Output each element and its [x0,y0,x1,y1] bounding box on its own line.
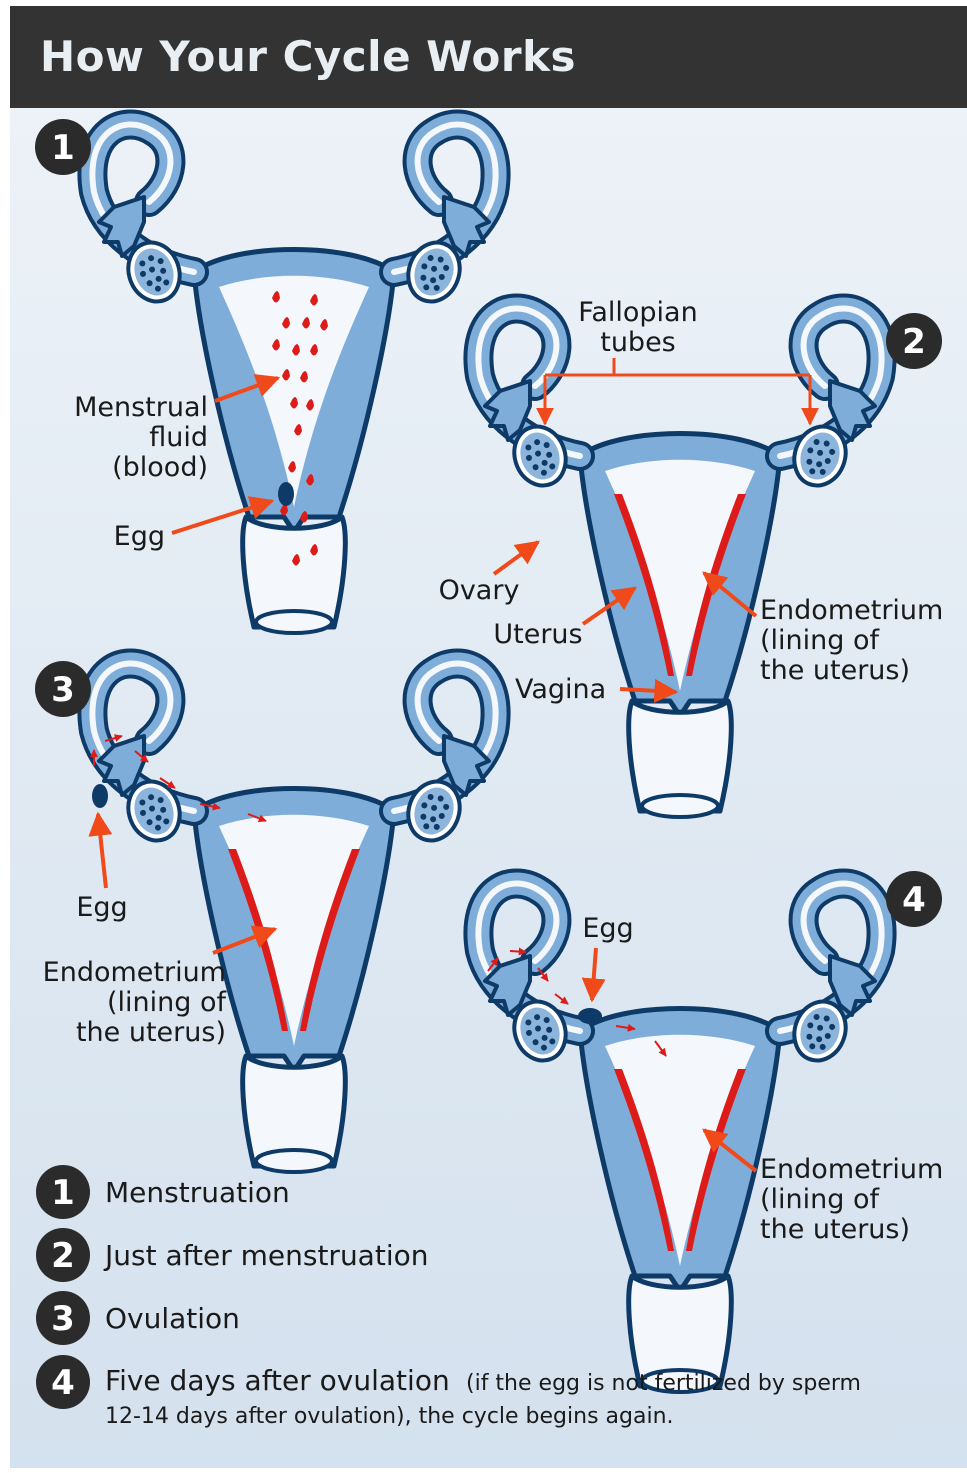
svg-text:(if the egg is not fertilized: (if the egg is not fertilized by sperm [466,1371,861,1396]
svg-text:Just after menstruation: Just after menstruation [103,1239,428,1272]
egg-icon [578,1008,602,1024]
svg-text:1: 1 [51,1173,75,1213]
label-egg-3: Egg [76,892,127,923]
label-endo-3b: (lining of [107,987,228,1018]
svg-text:Ovulation: Ovulation [105,1302,240,1335]
svg-text:Five days after ovulation: Five days after ovulation [105,1364,450,1397]
label-endo-4a: Endometrium [760,1154,943,1185]
label-menstrual-1: Menstrual [74,392,208,423]
svg-text:4: 4 [51,1363,75,1403]
legend-item: 1 Menstruation [36,1165,290,1219]
legend-item: 4 Five days after ovulation (if the egg … [36,1355,861,1429]
svg-text:2: 2 [51,1236,75,1276]
svg-text:4: 4 [902,880,926,920]
svg-text:12-14 days after ovulation), t: 12-14 days after ovulation), the cycle b… [105,1404,674,1429]
label-endo-2b: (lining of [760,625,881,656]
label-menstrual-3: (blood) [112,452,208,483]
legend-item: 3 Ovulation [36,1291,240,1345]
legend-item: 2 Just after menstruation [36,1228,428,1282]
label-vagina: Vagina [515,674,606,705]
label-ovary: Ovary [439,575,520,606]
cycle-diagram: 1 Menstrual fluid (blood) Egg 2 Fallopia… [10,6,967,1468]
stage-3-diagram [92,664,496,1173]
label-uterus: Uterus [493,619,582,650]
egg-icon [92,784,108,808]
label-egg-1: Egg [114,521,165,552]
label-egg-4: Egg [582,913,633,944]
egg-icon [278,482,294,506]
stage-2-badge: 2 [886,313,942,369]
svg-text:2: 2 [902,322,926,362]
stage-1-badge: 1 [35,119,91,175]
label-endo-3a: Endometrium [43,957,226,988]
infographic-panel: How Your Cycle Works [10,6,967,1468]
svg-text:3: 3 [51,670,75,710]
svg-text:3: 3 [51,1299,75,1339]
stage-3-badge: 3 [35,661,91,717]
label-endo-4c: the uterus) [760,1214,910,1245]
stage-4-badge: 4 [886,871,942,927]
svg-text:Menstruation: Menstruation [105,1176,290,1209]
label-endo-3c: the uterus) [76,1017,226,1048]
stage-2-diagram [478,309,881,818]
label-fallopian-1: Fallopian [578,297,697,328]
label-menstrual-2: fluid [149,422,208,453]
label-fallopian-2: tubes [600,327,676,358]
label-endo-2c: the uterus) [760,655,910,686]
svg-text:1: 1 [51,128,75,168]
stage-1-diagram [92,125,495,634]
label-endo-2a: Endometrium [760,595,943,626]
stage-4-diagram [478,884,881,1393]
label-endo-4b: (lining of [760,1184,881,1215]
